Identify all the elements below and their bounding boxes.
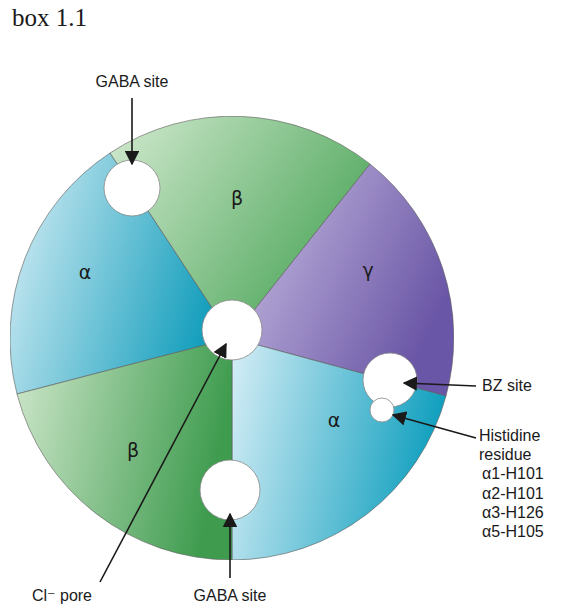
wedge-shape bbox=[10, 116, 454, 560]
alpha-subunit: α bbox=[10, 116, 454, 560]
histidine-residue bbox=[370, 398, 394, 422]
wedge-outline bbox=[10, 153, 232, 394]
beta-subunit: β bbox=[10, 116, 454, 560]
callout-label: GABA site bbox=[96, 72, 169, 91]
subunit-label: β bbox=[231, 187, 243, 209]
gaba-site-hole bbox=[200, 460, 260, 520]
wedge-shape bbox=[10, 116, 454, 560]
leader-arrow bbox=[229, 514, 231, 578]
wedge-outline bbox=[232, 164, 454, 396]
residue-id: α1-H101 bbox=[482, 464, 544, 483]
wedge-outline bbox=[110, 116, 370, 338]
leader-arrow bbox=[131, 98, 133, 164]
subunit-label: γ bbox=[362, 259, 373, 281]
gamma-subunit: γ bbox=[10, 116, 454, 560]
callout-label: BZ site bbox=[482, 376, 532, 395]
wedge-shape bbox=[10, 116, 454, 560]
box-title: box 1.1 bbox=[12, 4, 87, 32]
chloride-pore bbox=[202, 300, 262, 360]
residue-id: α5-H105 bbox=[482, 522, 544, 541]
wedge-shape bbox=[10, 116, 454, 560]
leader-arrow bbox=[393, 415, 476, 438]
wedge-outline bbox=[232, 338, 446, 560]
residue-id: α3-H126 bbox=[482, 503, 544, 522]
subunit-label: β bbox=[127, 439, 139, 461]
wedge-shape bbox=[10, 116, 454, 560]
leader-arrow bbox=[404, 383, 476, 386]
leader-arrow bbox=[100, 344, 226, 582]
bz-site-hole bbox=[363, 353, 417, 407]
subunit-label: α bbox=[328, 409, 341, 431]
subunit-label: α bbox=[79, 261, 92, 283]
residue-id: α2-H101 bbox=[482, 484, 544, 503]
beta-subunit: β bbox=[10, 116, 454, 560]
gaba-site-hole bbox=[104, 160, 160, 216]
wedge-outline bbox=[17, 338, 232, 560]
alpha-subunit: α bbox=[10, 116, 454, 560]
callout-label: GABA site bbox=[194, 586, 267, 605]
callout-label: Histidine residue bbox=[479, 426, 563, 464]
callout-label: Cl⁻ pore bbox=[32, 586, 92, 605]
